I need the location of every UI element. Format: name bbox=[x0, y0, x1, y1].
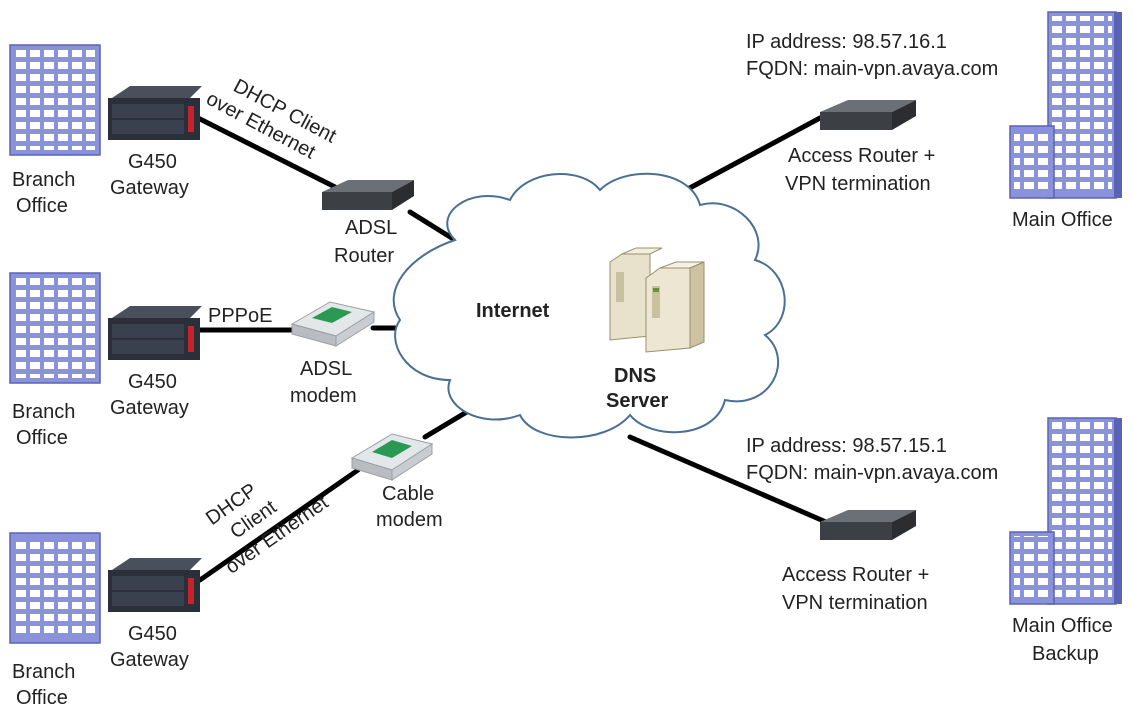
adsl-router-line1: ADSL bbox=[345, 217, 397, 239]
gateway-2-line1: G450 bbox=[128, 371, 177, 393]
gateway-3-line2: Gateway bbox=[110, 649, 189, 671]
gateway-1-line2: Gateway bbox=[110, 177, 189, 199]
backup-office-line1: Main Office bbox=[1012, 615, 1113, 637]
adsl-router-line2: Router bbox=[334, 245, 394, 267]
branch-office-2-line1: Branch bbox=[12, 401, 75, 423]
backup-office-building bbox=[1009, 417, 1122, 605]
gateway-icon-2 bbox=[108, 306, 202, 360]
backup-office-line2: Backup bbox=[1032, 643, 1099, 665]
backup-ip-address: IP address: 98.57.15.1 bbox=[746, 435, 947, 457]
adsl-modem-line1: ADSL bbox=[300, 358, 352, 380]
branch-office-2-line2: Office bbox=[16, 427, 68, 449]
gateway-1-line1: G450 bbox=[128, 151, 177, 173]
backup-router-line2: VPN termination bbox=[782, 592, 928, 614]
gateway-2-line2: Gateway bbox=[110, 397, 189, 419]
adsl-router-icon bbox=[322, 180, 414, 210]
cloud-shape bbox=[392, 172, 786, 439]
dns-label-line1: DNS bbox=[614, 365, 656, 387]
pppoe-label: PPPoE bbox=[208, 305, 272, 327]
backup-router-line1: Access Router + bbox=[782, 564, 929, 586]
dns-server-icon bbox=[609, 247, 705, 353]
link-gw1-adsl-router bbox=[195, 115, 338, 190]
internet-label: Internet bbox=[476, 300, 550, 322]
gateway-icon-1 bbox=[108, 86, 202, 140]
branch-office-building-1 bbox=[9, 44, 101, 156]
branch-office-3-line2: Office bbox=[16, 687, 68, 709]
link-cable-modem-internet bbox=[422, 407, 473, 440]
backup-fqdn: FQDN: main-vpn.avaya.com bbox=[746, 462, 998, 484]
internet-cloud: Internet bbox=[392, 172, 786, 439]
branch-office-building-2 bbox=[9, 272, 101, 384]
adsl-modem-icon bbox=[290, 301, 376, 347]
main-access-router-icon bbox=[820, 100, 916, 130]
main-office-label: Main Office bbox=[1012, 209, 1113, 231]
main-router-line1: Access Router + bbox=[788, 145, 935, 167]
link-adsl-router-internet bbox=[407, 209, 458, 243]
backup-access-router-icon bbox=[820, 510, 916, 540]
link-internet-backup bbox=[627, 434, 829, 525]
branch-office-1-line1: Branch bbox=[12, 169, 75, 191]
main-router-line2: VPN termination bbox=[785, 173, 931, 195]
adsl-modem-line2: modem bbox=[290, 385, 357, 407]
link-gw3-cable-modem bbox=[197, 467, 361, 583]
cable-modem-line1: Cable bbox=[382, 483, 434, 505]
main-ip-address: IP address: 98.57.16.1 bbox=[746, 31, 947, 53]
branch-office-building-3 bbox=[9, 532, 101, 644]
branch-office-1-line2: Office bbox=[16, 195, 68, 217]
gateway-3-line1: G450 bbox=[128, 623, 177, 645]
dns-label-line2: Server bbox=[606, 390, 668, 412]
gateway-icon-3 bbox=[108, 558, 202, 612]
main-office-building bbox=[1009, 11, 1122, 199]
dhcp-bottom-label: DHCP Client over Ethernet bbox=[202, 479, 333, 578]
main-fqdn: FQDN: main-vpn.avaya.com bbox=[746, 58, 998, 80]
cable-modem-icon bbox=[350, 433, 434, 481]
branch-office-3-line1: Branch bbox=[12, 661, 75, 683]
cable-modem-line2: modem bbox=[376, 509, 443, 531]
